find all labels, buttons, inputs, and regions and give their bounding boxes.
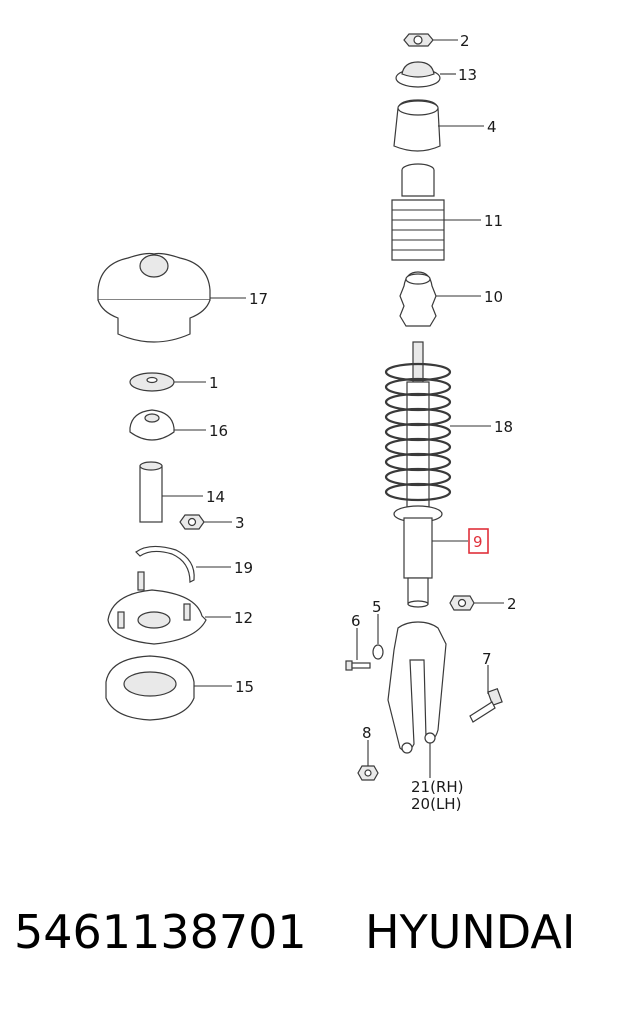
brand-name: HYUNDAI xyxy=(365,905,576,959)
callout-16: 16 xyxy=(209,422,228,440)
callout-2-top: 2 xyxy=(460,32,470,50)
callout-15: 15 xyxy=(235,678,254,696)
part-5-washer: 5 xyxy=(372,598,384,660)
callout-9-highlight-box xyxy=(468,528,489,554)
callout-17: 17 xyxy=(249,290,268,308)
part-6-bolt: 6 xyxy=(345,612,371,671)
strut-assembly-diagram: 2 13 4 11 10 18 xyxy=(97,32,517,813)
part-12-seat-plate: 12 xyxy=(107,571,253,645)
part-16-bushing: 16 xyxy=(129,409,228,441)
part-21-20-bracket: 21(RH) 20(LH) xyxy=(387,621,464,813)
part-18-coil-spring: 18 xyxy=(384,341,513,511)
part-14-sleeve: 14 xyxy=(139,461,225,523)
callout-10: 10 xyxy=(484,288,503,306)
part-19-clip: 19 xyxy=(135,545,253,583)
callout-1: 1 xyxy=(209,374,219,392)
callout-8: 8 xyxy=(362,724,372,742)
callout-20-lh: 20(LH) xyxy=(411,795,461,813)
part-8-nut: 8 xyxy=(357,724,379,781)
part-15-ring: 15 xyxy=(105,655,254,721)
callout-13: 13 xyxy=(458,66,477,84)
part-1-washer: 1 xyxy=(129,372,219,392)
callout-7: 7 xyxy=(482,650,492,668)
footer: 5461138701 HYUNDAI xyxy=(0,905,620,975)
part-17-top-mount: 17 xyxy=(97,252,268,343)
part-2-top-nut: 2 xyxy=(403,32,470,50)
part-11-bellows: 11 xyxy=(391,163,503,261)
callout-4: 4 xyxy=(487,118,497,136)
callout-14: 14 xyxy=(206,488,225,506)
callout-3: 3 xyxy=(235,514,245,532)
part-number: 5461138701 xyxy=(14,905,307,959)
callout-9: 9 xyxy=(473,533,483,551)
spring-coil xyxy=(384,482,452,502)
part-2-lower-nut: 2 xyxy=(449,595,517,613)
part-13-washer: 13 xyxy=(395,61,477,88)
part-7-bolt: 7 xyxy=(469,650,503,723)
callout-19: 19 xyxy=(234,559,253,577)
part-4-dust-cap: 4 xyxy=(393,99,497,152)
callout-11: 11 xyxy=(484,212,503,230)
part-10-bump-stop: 10 xyxy=(399,271,503,327)
callout-12: 12 xyxy=(234,609,253,627)
callout-21-rh: 21(RH) xyxy=(411,778,464,796)
part-3-nut: 3 xyxy=(179,514,245,532)
part-9-strut: 9 xyxy=(393,505,489,608)
callout-5: 5 xyxy=(372,598,382,616)
callout-6: 6 xyxy=(351,612,361,630)
callout-18: 18 xyxy=(494,418,513,436)
callout-2-right: 2 xyxy=(507,595,517,613)
